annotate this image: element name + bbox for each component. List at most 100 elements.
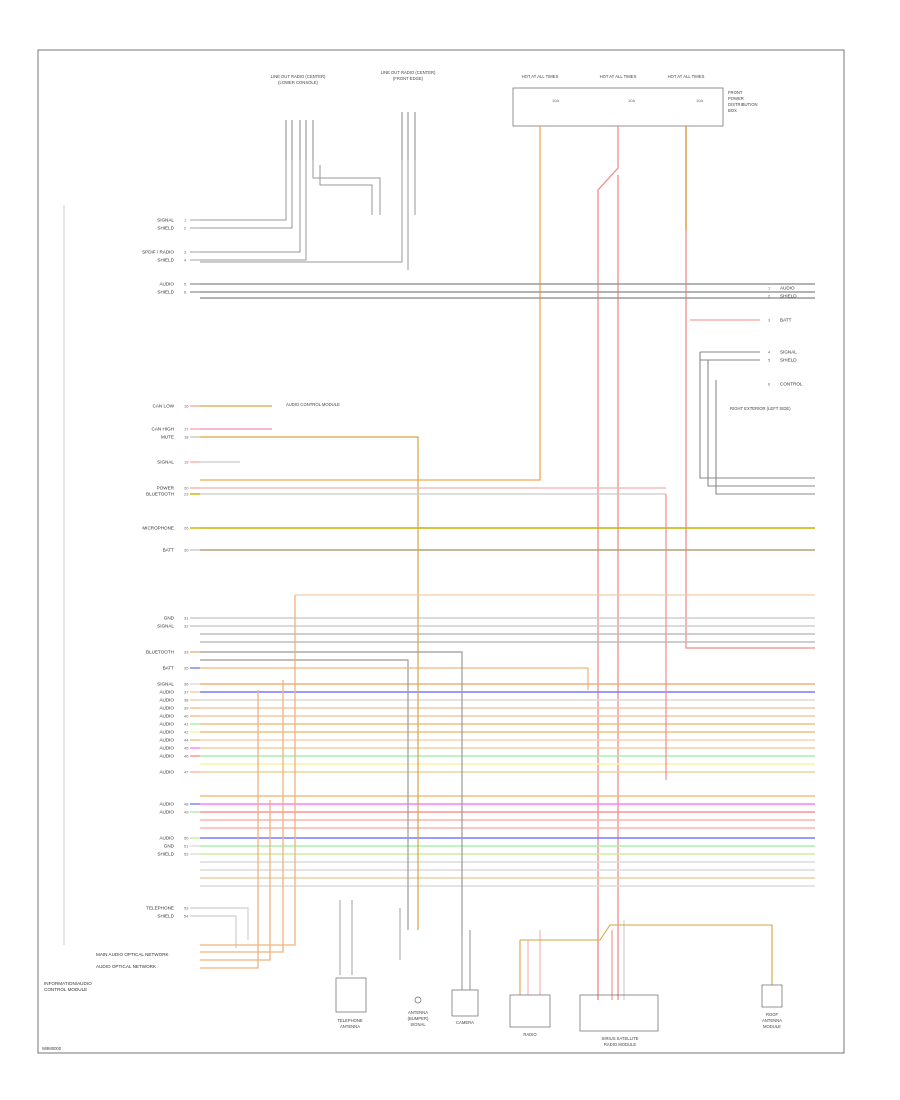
left-pin-number: 19 (184, 460, 189, 465)
bottom-label-6-c: MODULE (763, 1024, 781, 1029)
left-pin-label: SIGNAL (157, 682, 174, 687)
left-pin-number: 30 (184, 548, 189, 553)
main-horizontal-wires (200, 283, 815, 887)
left-pin-label: SHIELD (157, 290, 174, 295)
bottom-label-1-c: SIGNAL (410, 1022, 426, 1027)
bottom-label-0-a: TELEPHONE (337, 1018, 363, 1023)
left-pin-number: 26 (184, 526, 189, 531)
top-connector-lower-console: LINE OUT RADIO (CENTER) (LOWER CONSOLE) (271, 74, 326, 160)
svg-text:(FRONT EDGE): (FRONT EDGE) (393, 76, 424, 81)
optical-network-wires (200, 594, 815, 969)
left-pin-label: SHIELD (157, 914, 174, 919)
bottom-label-1-a: ANTENNA (408, 1010, 428, 1015)
left-pin-number: 49 (184, 810, 189, 815)
bottom-label-4: RADIO (523, 1032, 537, 1037)
diagram-frame (37, 49, 845, 1054)
bottom-stub-wires (339, 900, 773, 1000)
left-pin-label: CAN HIGH (152, 427, 174, 432)
right-pin-number: 2 (768, 294, 771, 299)
left-pin-label: BATT (163, 548, 175, 553)
left-pin-number: 50 (184, 836, 189, 841)
right-pin-label: AUDIO (780, 286, 795, 291)
right-pin-label: BATT (780, 318, 792, 323)
svg-text:DISTRIBUTION: DISTRIBUTION (728, 102, 758, 107)
left-pin-number: 23 (184, 492, 189, 497)
optical-label-in: MAIN AUDIO OPTICAL NETWORK (96, 952, 170, 957)
svg-text:HOT AT ALL TIMES: HOT AT ALL TIMES (600, 74, 637, 79)
left-pin-label: SIGNAL (157, 624, 174, 629)
fuse-box: HOT AT ALL TIMES HOT AT ALL TIMES HOT AT… (512, 74, 758, 127)
bottom-label-5-b: RADIO MODULE (604, 1042, 637, 1047)
right-pin-number: 3 (768, 318, 771, 323)
module-name-line2: CONTROL MODULE (44, 987, 87, 992)
left-pin-number: 37 (184, 690, 189, 695)
svg-text:BOX: BOX (728, 108, 737, 113)
left-pin-label: AUDIO (159, 722, 174, 727)
left-pin-label: AUDIO (159, 810, 174, 815)
right-pin-label: CONTROL (780, 382, 803, 387)
sirius-radio-module-box (579, 994, 659, 1032)
left-pin-label: AUDIO (159, 690, 174, 695)
bottom-label-1-b: (BUMPER) (408, 1016, 429, 1021)
roof-antenna-box (761, 984, 783, 1008)
left-pin-label: SPDIF / RADIO (142, 250, 174, 255)
left-pin-label: MICROPHONE (142, 526, 174, 531)
left-pin-label: MUTE (161, 435, 174, 440)
left-pin-label: AUDIO (159, 706, 174, 711)
right-pin-number: 4 (768, 350, 771, 355)
svg-text:10A: 10A (628, 98, 635, 103)
left-pin-number: 45 (184, 746, 189, 751)
svg-text:HOT AT ALL TIMES: HOT AT ALL TIMES (522, 74, 559, 79)
svg-text:HOT AT ALL TIMES: HOT AT ALL TIMES (668, 74, 705, 79)
svg-text:POWER: POWER (728, 96, 744, 101)
right-pin-label: SHIELD (780, 358, 797, 363)
left-pin-number: 6 (184, 290, 187, 295)
svg-text:10A: 10A (552, 98, 559, 103)
svg-text:10A: 10A (696, 98, 703, 103)
optical-label-out: AUDIO OPTICAL NETWORK (96, 964, 157, 969)
right-pin-number: 5 (768, 358, 771, 363)
left-pin-number: 48 (184, 802, 189, 807)
left-pin-number: 44 (184, 738, 189, 743)
left-pin-label: GND (164, 844, 175, 849)
left-pin-label: SIGNAL (157, 460, 174, 465)
svg-text:LINE OUT RADIO (CENTER): LINE OUT RADIO (CENTER) (271, 74, 326, 79)
left-pin-label: CAN LOW (153, 404, 175, 409)
fuse-box-outline (512, 87, 724, 127)
left-pin-label: AUDIO (159, 698, 174, 703)
top-harness-wires (200, 160, 416, 270)
left-pin-number: 40 (184, 714, 189, 719)
left-pin-number: 3 (184, 250, 187, 255)
bottom-label-5-a: SIRIUS SATELLITE (602, 1036, 639, 1041)
left-pin-label: GND (164, 616, 175, 621)
left-pin-number: 33 (184, 650, 189, 655)
left-pin-label: TELEPHONE (146, 906, 174, 911)
camera-box (451, 989, 479, 1017)
left-pin-label: AUDIO (159, 836, 174, 841)
page-code: W9M0000 (42, 1046, 62, 1051)
left-pin-number: 32 (184, 624, 189, 629)
left-pin-label: AUDIO (159, 802, 174, 807)
left-pin-number: 31 (184, 616, 189, 621)
right-pin-label: SIGNAL (780, 350, 797, 355)
left-pin-label: AUDIO (159, 746, 174, 751)
bottom-components (335, 977, 783, 1032)
right-component-label: RIGHT EXTERIOR (LEFT SIDE) (730, 406, 791, 411)
left-pin-number: 17 (184, 427, 189, 432)
left-pin-label: BLUETOOTH (146, 650, 174, 655)
left-pin-label: AUDIO (159, 282, 174, 287)
left-pin-label: AUDIO (159, 730, 174, 735)
left-pin-label: SHIELD (157, 852, 174, 857)
left-pin-number: 42 (184, 730, 189, 735)
left-pin-number: 18 (184, 435, 189, 440)
right-pin-number: 1 (768, 286, 771, 291)
left-pin-number: 51 (184, 844, 189, 849)
svg-text:(LOWER CONSOLE): (LOWER CONSOLE) (278, 80, 318, 85)
bottom-label-0-b: ANTENNA (340, 1024, 360, 1029)
left-pin-label: BLUETOOTH (146, 492, 174, 497)
left-pin-label: AUDIO (159, 754, 174, 759)
left-pin-label: SIGNAL (157, 218, 174, 223)
left-pin-number: 54 (184, 914, 189, 919)
